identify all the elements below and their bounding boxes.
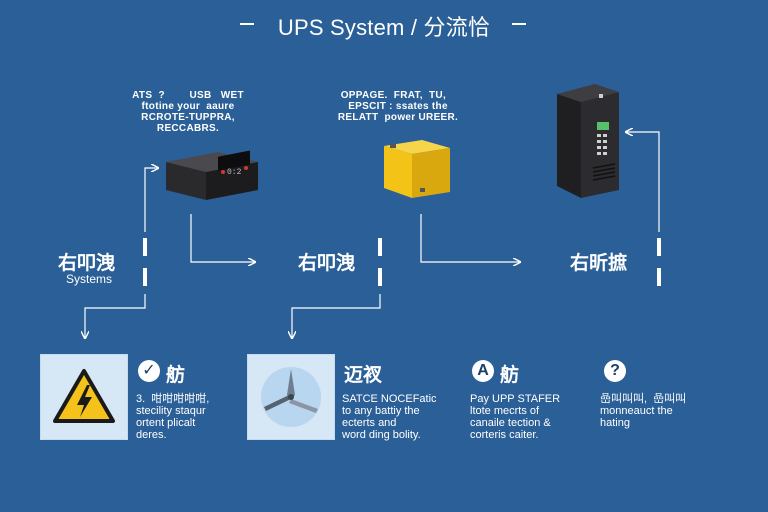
title-dash-right bbox=[512, 23, 526, 25]
caption-center: OPPAGE. FRAT, TU, EPSCIT : ssates the RE… bbox=[337, 90, 459, 123]
label-center: 右叩洩 bbox=[298, 253, 356, 274]
label-left: 右叩洩 bbox=[58, 253, 116, 274]
caption-left: ATS ? USB WET ftotine your aaure RCROTE-… bbox=[132, 90, 244, 134]
panel-star bbox=[247, 354, 335, 440]
label-right: 右昕摭 bbox=[570, 253, 628, 274]
divider-center-top bbox=[378, 238, 382, 256]
arrow-ups-to-center bbox=[190, 214, 255, 262]
letter-a-icon: A bbox=[472, 360, 494, 382]
label-left-sub: Systems bbox=[66, 272, 113, 286]
arrow-left-to-panel bbox=[85, 294, 146, 338]
ups-yellow-device-icon bbox=[384, 140, 450, 198]
panel-2-title: 迈衩 bbox=[344, 365, 383, 386]
divider-center-bottom bbox=[378, 268, 382, 286]
divider-left-bottom bbox=[143, 268, 147, 286]
panel-warning bbox=[40, 354, 128, 440]
divider-left-top bbox=[143, 238, 147, 256]
warning-icon bbox=[53, 369, 115, 423]
panel-1-title: 舫 bbox=[166, 365, 186, 386]
panel-3-desc: Pay UPP STAFER ltote mecrts of canaile t… bbox=[470, 393, 561, 441]
arrow-yellow-to-right bbox=[420, 214, 520, 262]
ups-tower-device-icon bbox=[557, 84, 619, 198]
panel-4-desc: 嵒叫叫叫, 嵒叫叫 monneauct the hating bbox=[600, 393, 687, 429]
page-title: UPS System / 分流恰 bbox=[277, 15, 491, 40]
star-icon bbox=[261, 367, 321, 427]
panel-3-title: 舫 bbox=[500, 365, 520, 386]
panel-1-desc: 3. 咁咁咁咁咁, stecility staqur ortent plical… bbox=[136, 393, 210, 441]
divider-right-bottom bbox=[657, 268, 661, 286]
panel-2-desc: SATCE NOCEFatic to any battiy the ectert… bbox=[342, 393, 437, 441]
title-dash-left bbox=[240, 23, 254, 25]
arrow-center-to-panel bbox=[292, 294, 381, 338]
arrow-left-to-ups bbox=[144, 168, 158, 232]
ups-dark-device-icon: 0:2 bbox=[166, 150, 258, 200]
check-icon: ✓ bbox=[138, 360, 160, 382]
svg-text:0:2: 0:2 bbox=[227, 168, 242, 177]
divider-right-top bbox=[657, 238, 661, 256]
question-icon: ? bbox=[604, 360, 626, 382]
arrow-right-to-tower bbox=[626, 132, 660, 232]
